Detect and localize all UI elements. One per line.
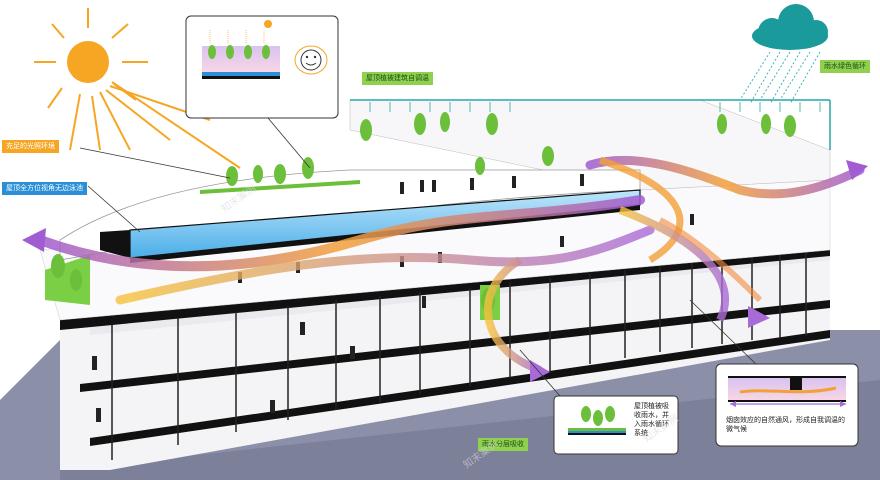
tree-icon	[51, 112, 796, 312]
chimney-text: 烟囱效应的自然通风，形成自我调温的微气候	[726, 416, 845, 433]
rain-label: 雨水绿色循环	[820, 60, 870, 73]
smiley-icon	[300, 49, 322, 71]
rain-layer-callout	[553, 395, 679, 455]
sun-label: 充足的光照环境	[2, 140, 59, 153]
cloud-icon	[739, 4, 828, 105]
roof-plants-label: 屋顶植被建筑自调温	[362, 72, 433, 85]
pool-label: 屋顶全方位视角无边泳池	[2, 182, 87, 195]
rain-layer-label: 雨水分层吸收	[478, 438, 528, 451]
roof-absorb-text: 屋顶植被吸收雨水，并入雨水循环系统	[634, 402, 669, 437]
airflow-arrows	[22, 155, 868, 382]
chimney-callout	[715, 363, 859, 447]
roof-detail-callout	[185, 15, 339, 119]
